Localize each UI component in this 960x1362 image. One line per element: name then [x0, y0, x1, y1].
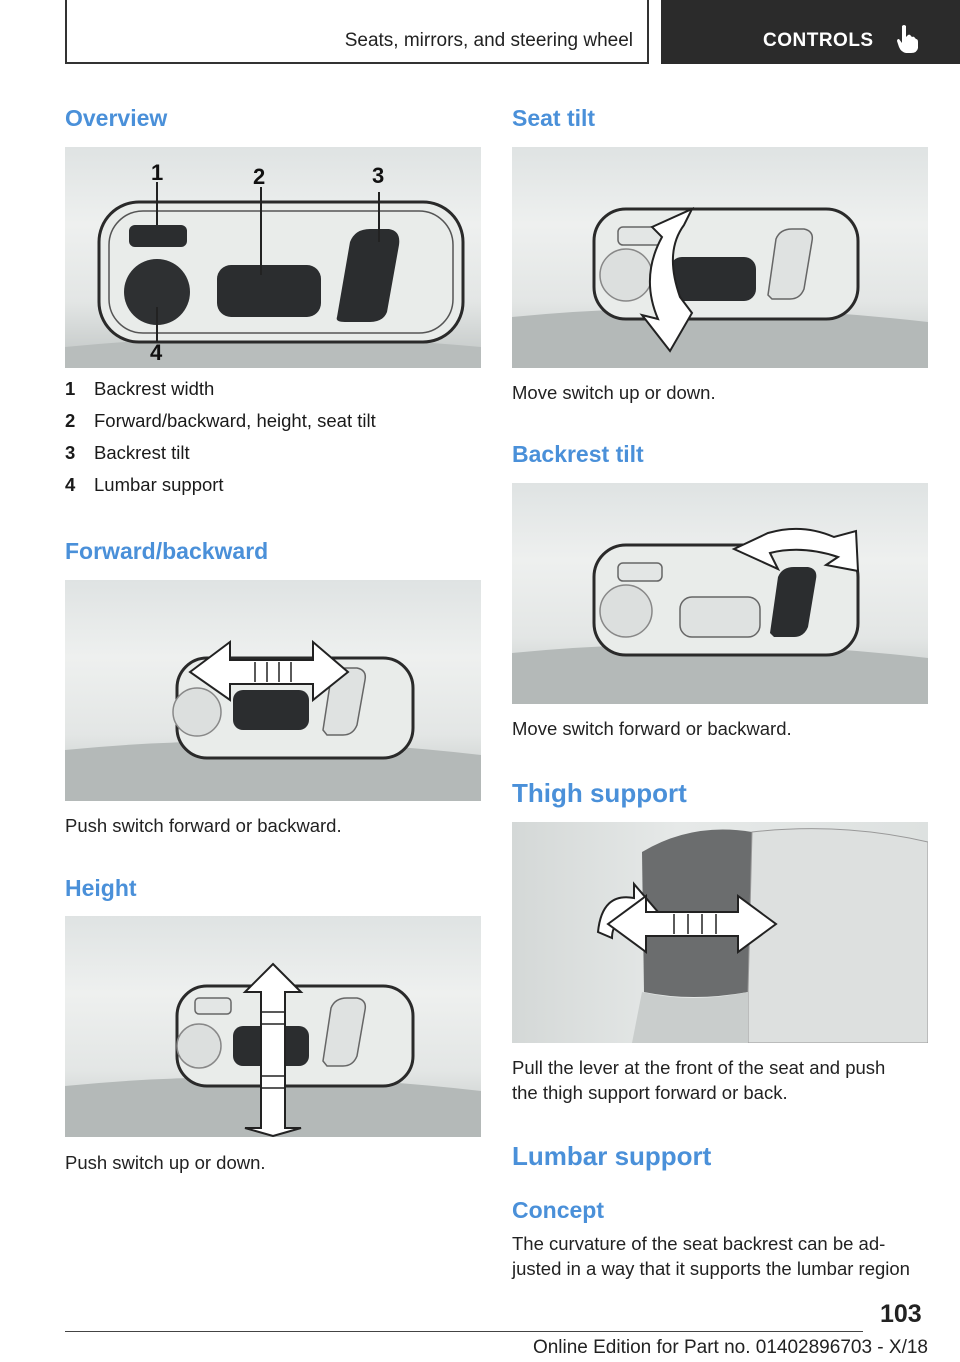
seat-tilt-text: Move switch up or down. — [512, 382, 716, 403]
header-section-box: CONTROLS — [661, 0, 960, 64]
callout-3: 3 — [372, 163, 384, 188]
seat-tilt-heading: Seat tilt — [512, 105, 596, 131]
height-heading: Height — [65, 875, 137, 901]
height-figure — [65, 916, 481, 1137]
callout-4: 4 — [150, 340, 163, 365]
thigh-support-text-line2: the thigh support forward or back. — [512, 1082, 788, 1103]
footer-divider — [65, 1331, 863, 1332]
forward-backward-text: Push switch forward or backward. — [65, 815, 342, 836]
concept-text-line1: The curvature of the seat backrest can b… — [512, 1233, 886, 1254]
concept-text-line2: justed in a way that it supports the lum… — [512, 1258, 910, 1279]
backrest-tilt-text: Move switch forward or backward. — [512, 718, 792, 739]
callout-1: 1 — [151, 160, 163, 185]
backrest-tilt-figure — [512, 483, 928, 704]
backrest-tilt-heading: Backrest tilt — [512, 441, 644, 467]
header-chapter-box: Seats, mirrors, and steering wheel — [65, 0, 649, 64]
forward-backward-heading: Forward/backward — [65, 538, 269, 564]
section-title: CONTROLS — [763, 30, 874, 51]
chapter-title: Seats, mirrors, and steering wheel — [344, 30, 633, 51]
thigh-support-text-line1: Pull the lever at the front of the seat … — [512, 1057, 886, 1078]
seat-tilt-figure — [512, 147, 928, 368]
height-text: Push switch up or down. — [65, 1152, 266, 1173]
forward-backward-figure — [65, 580, 481, 801]
page-number: 103 — [880, 1300, 922, 1328]
concept-heading: Concept — [512, 1197, 604, 1223]
lumbar-support-heading: Lumbar support — [512, 1141, 712, 1171]
thigh-support-heading: Thigh support — [512, 778, 687, 808]
pointing-hand-icon — [897, 25, 918, 53]
overview-heading: Overview — [65, 105, 168, 131]
callout-2: 2 — [253, 164, 265, 189]
footer-edition: Online Edition for Part no. 01402896703 … — [532, 1337, 928, 1358]
thigh-support-figure — [512, 822, 928, 1043]
overview-figure: 1 2 3 4 — [65, 147, 481, 368]
